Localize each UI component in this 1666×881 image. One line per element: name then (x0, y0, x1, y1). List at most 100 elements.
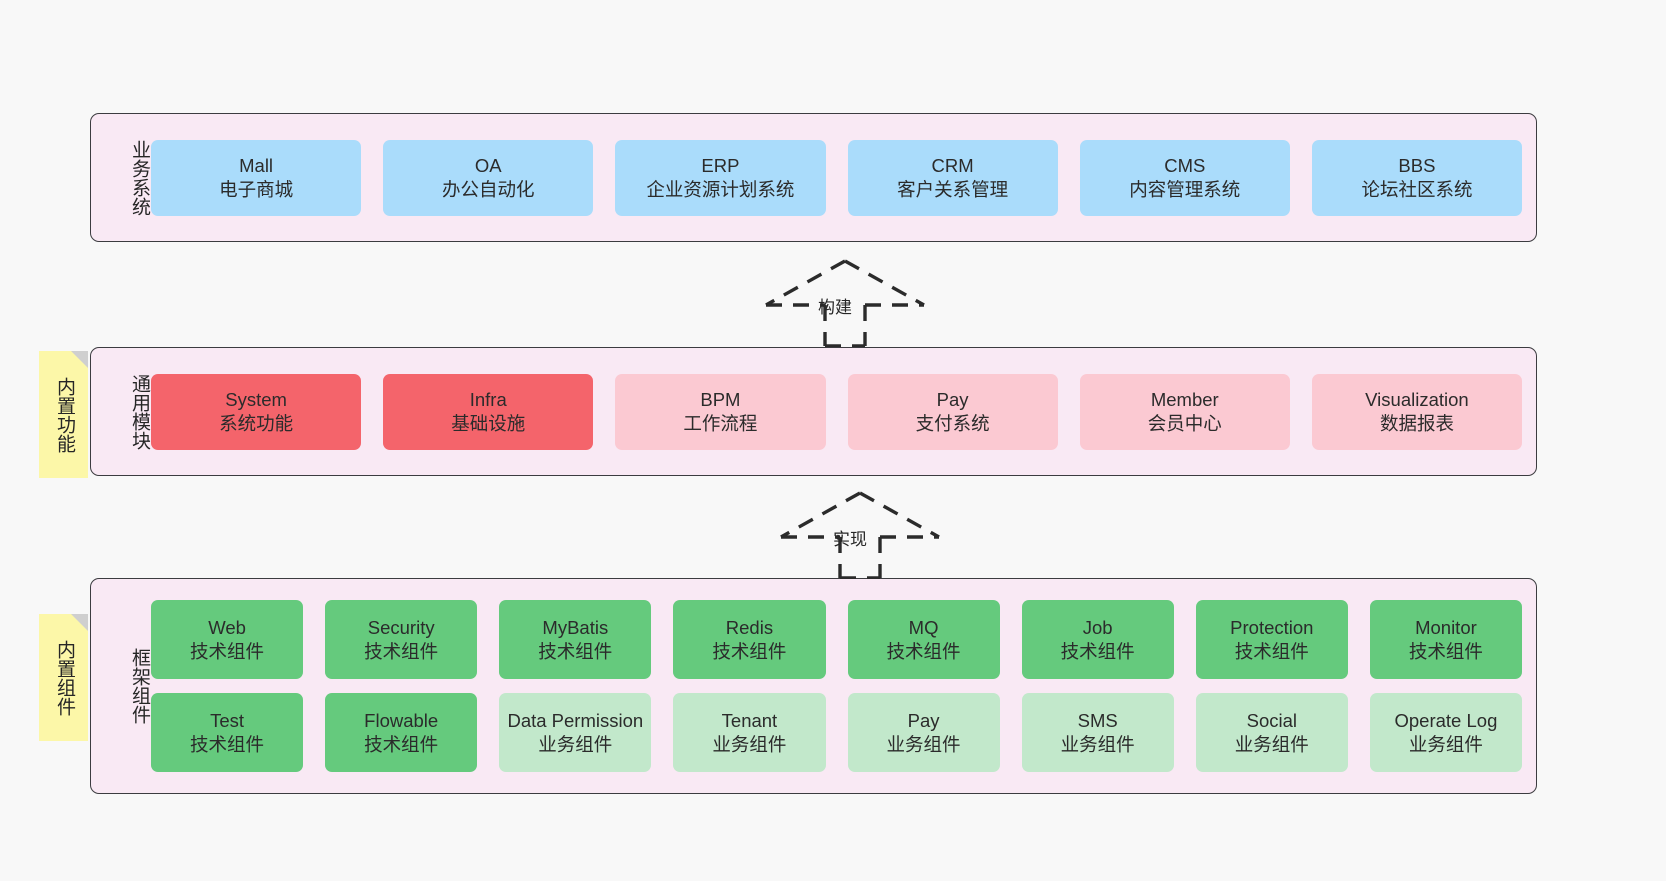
node-bpm[interactable]: BPM 工作流程 (615, 373, 826, 450)
node-title: Infra (469, 388, 507, 410)
node-pay-module[interactable]: Pay 支付系统 (847, 373, 1058, 450)
node-title: MyBatis (542, 616, 609, 638)
node-subtitle: 技术组件 (364, 640, 439, 662)
layer-business-system[interactable]: 业务系统 Mall 电子商城 OA 办公自动化 ERP 企业资源计划系统 CRM… (90, 113, 1537, 242)
note-builtin-functions: 内置功能 (39, 351, 88, 478)
node-subtitle: 基础设施 (451, 412, 526, 434)
node-subtitle: 系统功能 (219, 412, 294, 434)
node-title: Monitor (1415, 616, 1477, 638)
node-subtitle: 会员中心 (1147, 412, 1222, 434)
node-title: OA (474, 154, 502, 176)
node-member[interactable]: Member 会员中心 (1079, 373, 1290, 450)
node-bbs[interactable]: BBS 论坛社区系统 (1311, 139, 1523, 216)
node-system[interactable]: System 系统功能 (151, 373, 362, 450)
node-erp[interactable]: ERP 企业资源计划系统 (615, 139, 826, 216)
node-subtitle: 技术组件 (190, 733, 265, 755)
node-subtitle: 技术组件 (1408, 640, 1483, 662)
node-row: Mall 电子商城 OA 办公自动化 ERP 企业资源计划系统 CRM 客户关系… (151, 139, 1523, 216)
node-subtitle: 办公自动化 (442, 178, 535, 200)
node-job[interactable]: Job 技术组件 (1021, 600, 1174, 679)
node-subtitle: 企业资源计划系统 (646, 178, 795, 200)
layer-title-common-modules: 通用模块 (129, 373, 150, 450)
node-subtitle: 技术组件 (190, 640, 265, 662)
node-subtitle: 业务组件 (886, 733, 961, 755)
node-mq[interactable]: MQ 技术组件 (847, 600, 1000, 679)
node-title: Pay (907, 709, 940, 731)
node-tenant[interactable]: Tenant 业务组件 (673, 693, 826, 772)
node-subtitle: 技术组件 (538, 640, 613, 662)
node-oa[interactable]: OA 办公自动化 (383, 139, 594, 216)
node-mall[interactable]: Mall 电子商城 (151, 139, 362, 216)
node-title: ERP (701, 154, 740, 176)
node-title: Operate Log (1394, 709, 1498, 731)
node-subtitle: 业务组件 (1408, 733, 1483, 755)
arrow-label-implement: 实现 (833, 530, 867, 549)
generalization-arrow-implement: 实现 (765, 487, 955, 580)
node-title: Job (1082, 616, 1113, 638)
node-operate-log[interactable]: Operate Log 业务组件 (1369, 693, 1522, 772)
node-title: Mall (239, 154, 274, 176)
node-subtitle: 技术组件 (364, 733, 439, 755)
node-subtitle: 工作流程 (683, 412, 758, 434)
node-subtitle: 业务组件 (712, 733, 787, 755)
node-title: BBS (1398, 154, 1436, 176)
node-subtitle: 数据报表 (1379, 412, 1454, 434)
node-title: Protection (1230, 616, 1314, 638)
node-subtitle: 支付系统 (915, 412, 990, 434)
node-pay-component[interactable]: Pay 业务组件 (847, 693, 1000, 772)
node-test[interactable]: Test 技术组件 (151, 693, 304, 772)
layer-framework-components[interactable]: 框架组件 Web 技术组件 Security 技术组件 MyBatis 技术组件… (90, 578, 1537, 794)
node-subtitle: 技术组件 (1060, 640, 1135, 662)
node-title: System (225, 388, 287, 410)
node-subtitle: 电子商城 (219, 178, 294, 200)
node-data-permission[interactable]: Data Permission 业务组件 (499, 693, 652, 772)
node-mybatis[interactable]: MyBatis 技术组件 (499, 600, 652, 679)
note-fold-icon (71, 351, 88, 368)
node-web[interactable]: Web 技术组件 (151, 600, 304, 679)
layer-body-business-system: Mall 电子商城 OA 办公自动化 ERP 企业资源计划系统 CRM 客户关系… (149, 139, 1536, 216)
node-subtitle: 内容管理系统 (1129, 178, 1241, 200)
node-visualization[interactable]: Visualization 数据报表 (1311, 373, 1523, 450)
note-text: 内置功能 (53, 376, 75, 453)
node-row: System 系统功能 Infra 基础设施 BPM 工作流程 Pay 支付系统… (151, 373, 1523, 450)
note-text: 内置组件 (53, 639, 75, 716)
layer-title-framework-components: 框架组件 (129, 648, 150, 724)
node-subtitle: 技术组件 (886, 640, 961, 662)
generalization-arrow-build: 构建 (750, 255, 940, 348)
node-title: Security (367, 616, 435, 638)
node-protection[interactable]: Protection 技术组件 (1195, 600, 1348, 679)
node-cms[interactable]: CMS 内容管理系统 (1079, 139, 1290, 216)
node-title: CMS (1164, 154, 1206, 176)
node-redis[interactable]: Redis 技术组件 (673, 600, 826, 679)
node-sms[interactable]: SMS 业务组件 (1021, 693, 1174, 772)
note-builtin-components: 内置组件 (39, 614, 88, 741)
node-subtitle: 客户关系管理 (897, 178, 1009, 200)
node-subtitle: 业务组件 (1060, 733, 1135, 755)
node-subtitle: 业务组件 (538, 733, 613, 755)
layer-common-modules[interactable]: 通用模块 System 系统功能 Infra 基础设施 BPM 工作流程 Pay… (90, 347, 1537, 476)
node-title: Tenant (721, 709, 778, 731)
layer-title-business-system: 业务系统 (129, 139, 150, 216)
arrow-implement-icon (780, 491, 940, 580)
node-title: MQ (908, 616, 939, 638)
node-title: Social (1246, 709, 1297, 731)
node-subtitle: 技术组件 (712, 640, 787, 662)
node-infra[interactable]: Infra 基础设施 (383, 373, 594, 450)
node-subtitle: 论坛社区系统 (1361, 178, 1473, 200)
node-subtitle: 技术组件 (1234, 640, 1309, 662)
node-social[interactable]: Social 业务组件 (1195, 693, 1348, 772)
node-monitor[interactable]: Monitor 技术组件 (1369, 600, 1522, 679)
node-crm[interactable]: CRM 客户关系管理 (847, 139, 1058, 216)
node-security[interactable]: Security 技术组件 (325, 600, 478, 679)
note-fold-icon (71, 614, 88, 631)
node-title: Visualization (1365, 388, 1469, 410)
node-row: Test 技术组件 Flowable 技术组件 Data Permission … (151, 693, 1522, 772)
node-title: Pay (936, 388, 969, 410)
node-title: Redis (725, 616, 774, 638)
node-flowable[interactable]: Flowable 技术组件 (325, 693, 478, 772)
layer-body-framework-components: Web 技术组件 Security 技术组件 MyBatis 技术组件 Redi… (149, 600, 1536, 772)
node-title: Flowable (364, 709, 439, 731)
node-title: BPM (700, 388, 741, 410)
node-title: Test (210, 709, 245, 731)
